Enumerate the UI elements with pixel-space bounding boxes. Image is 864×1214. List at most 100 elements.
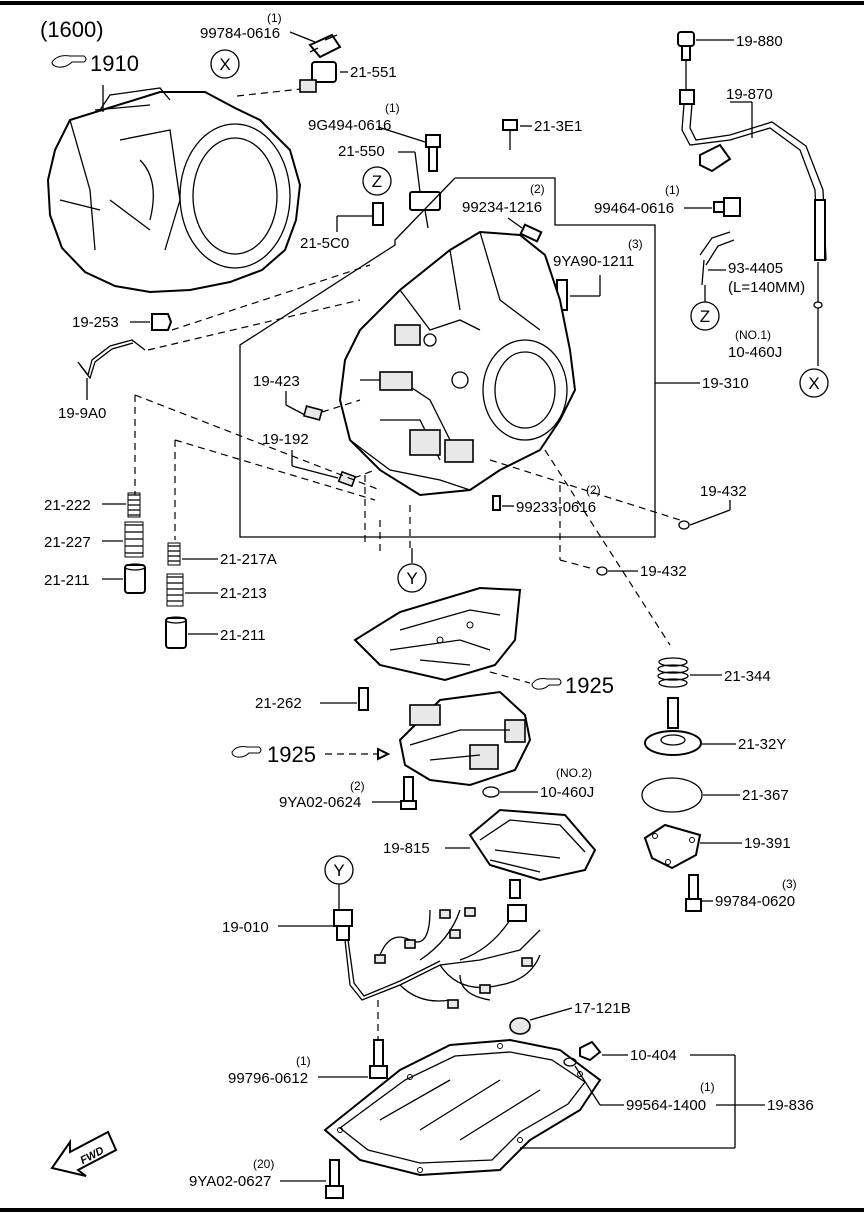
svg-text:17-121B: 17-121B [574,1000,631,1017]
seal-21-367 [641,777,703,813]
svg-text:19-870: 19-870 [726,86,773,103]
svg-text:1925: 1925 [565,673,614,698]
oring-19-432-a [678,520,690,530]
svg-text:X: X [219,55,230,74]
svg-text:(1): (1) [700,1080,715,1094]
spring-21-344 [657,657,689,688]
svg-text:21-227: 21-227 [44,534,91,551]
svg-text:(2): (2) [350,779,365,793]
svg-text:9G494-0616: 9G494-0616 [308,117,391,134]
svg-text:(L=140MM): (L=140MM) [728,279,805,296]
pin-99233-0616 [492,495,501,511]
valve-21-211-b [165,616,187,649]
callout-x-right [799,368,829,398]
oil-strainer-19-815 [468,808,597,899]
svg-text:99564-1400: 99564-1400 [626,1097,706,1114]
drain-plug-10-404 [579,1040,602,1062]
svg-text:X: X [808,374,819,393]
group-code: (1600) [40,17,104,42]
svg-text:(2): (2) [530,182,545,196]
separator-plate [353,586,522,682]
svg-text:21-217A: 21-217A [220,551,277,568]
control-valve-body [398,690,532,787]
svg-text:21-550: 21-550 [338,143,385,160]
bolt-21-262 [358,687,369,711]
oring-10-460j-no1 [813,301,823,309]
svg-text:19-310: 19-310 [702,375,749,392]
reference-1925-a: 1925 [531,673,614,698]
svg-text:9YA02-0624: 9YA02-0624 [279,794,361,811]
callout-y-middle [397,563,427,593]
svg-text:21-211: 21-211 [220,627,266,644]
sensor-21-551 [299,61,337,93]
svg-text:19-010: 19-010 [222,919,269,936]
svg-text:21-222: 21-222 [44,497,91,514]
hand-pointer-icon [531,678,562,690]
oring-10-460j-no2 [482,786,500,798]
bolt-9g494-0616 [425,134,441,172]
svg-text:21-213: 21-213 [220,585,267,602]
transmission-case [338,230,577,497]
filler-tube-19-870 [679,89,827,261]
svg-text:Y: Y [406,569,417,588]
spring-21-217a [167,542,181,566]
pin-99234-1216 [519,223,543,243]
plug-19-423 [302,405,324,421]
svg-text:19-253: 19-253 [72,314,119,331]
svg-text:93-4405: 93-4405 [728,260,783,277]
svg-text:(1): (1) [665,183,680,197]
svg-text:(3): (3) [782,877,797,891]
piston-21-32y [644,697,702,756]
pipe-19-9a0 [77,339,146,377]
callout-z-left [362,166,392,196]
svg-text:19-432: 19-432 [700,483,747,500]
bolt-99784-0616 [308,33,342,59]
bolt-21-3e1 [502,119,518,150]
svg-text:19-423: 19-423 [253,373,300,390]
svg-text:19-880: 19-880 [736,33,783,50]
bolt-99464-0616 [713,197,741,217]
wiring-harness-19-010 [333,904,541,1009]
svg-text:(20): (20) [253,1157,274,1171]
spring-21-222 [127,492,141,518]
spring-21-227 [124,521,144,558]
svg-text:99234-1216: 99234-1216 [462,199,542,216]
bracket-19-310 [239,177,656,538]
cover-19-391 [643,823,702,870]
svg-text:19-9A0: 19-9A0 [58,405,106,422]
svg-text:(2): (2) [586,483,601,497]
svg-text:Y: Y [333,861,344,880]
bolt-99784-0620 [685,874,702,912]
svg-text:99464-0616: 99464-0616 [594,200,674,217]
svg-text:19-836: 19-836 [767,1097,814,1114]
bolt-99796-0612 [369,1039,388,1079]
bolt-9ya02-0627 [325,1159,344,1199]
pin-21-5c0 [372,202,384,226]
svg-text:21-344: 21-344 [724,668,771,685]
bolt-9ya02-0624 [400,776,417,810]
gasket-99564-1400 [563,1057,577,1067]
svg-text:21-551: 21-551 [350,64,397,81]
svg-text:21-3E1: 21-3E1 [534,118,582,135]
svg-text:19-391: 19-391 [744,835,791,852]
svg-text:21-5C0: 21-5C0 [300,235,349,252]
svg-text:10-404: 10-404 [630,1047,677,1064]
forward-direction-arrow-icon: FWD [50,1130,118,1177]
svg-text:Z: Z [372,172,382,191]
svg-text:99784-0616: 99784-0616 [200,25,280,42]
svg-text:(NO.1): (NO.1) [735,328,771,342]
svg-text:99233-0616: 99233-0616 [516,499,596,516]
clutch-housing [46,85,302,294]
svg-text:21-211: 21-211 [44,572,90,589]
svg-text:19-815: 19-815 [383,840,430,857]
reference-1910: 1910 [51,51,139,76]
cap-19-253 [151,313,173,331]
svg-text:19-192: 19-192 [262,431,309,448]
svg-text:(1): (1) [296,1054,311,1068]
hose-93-4405 [699,231,735,286]
oil-pan-19-836 [323,1038,602,1177]
oring-19-432-b [596,566,608,576]
spring-21-213 [166,573,184,607]
svg-text:19-432: 19-432 [640,563,687,580]
